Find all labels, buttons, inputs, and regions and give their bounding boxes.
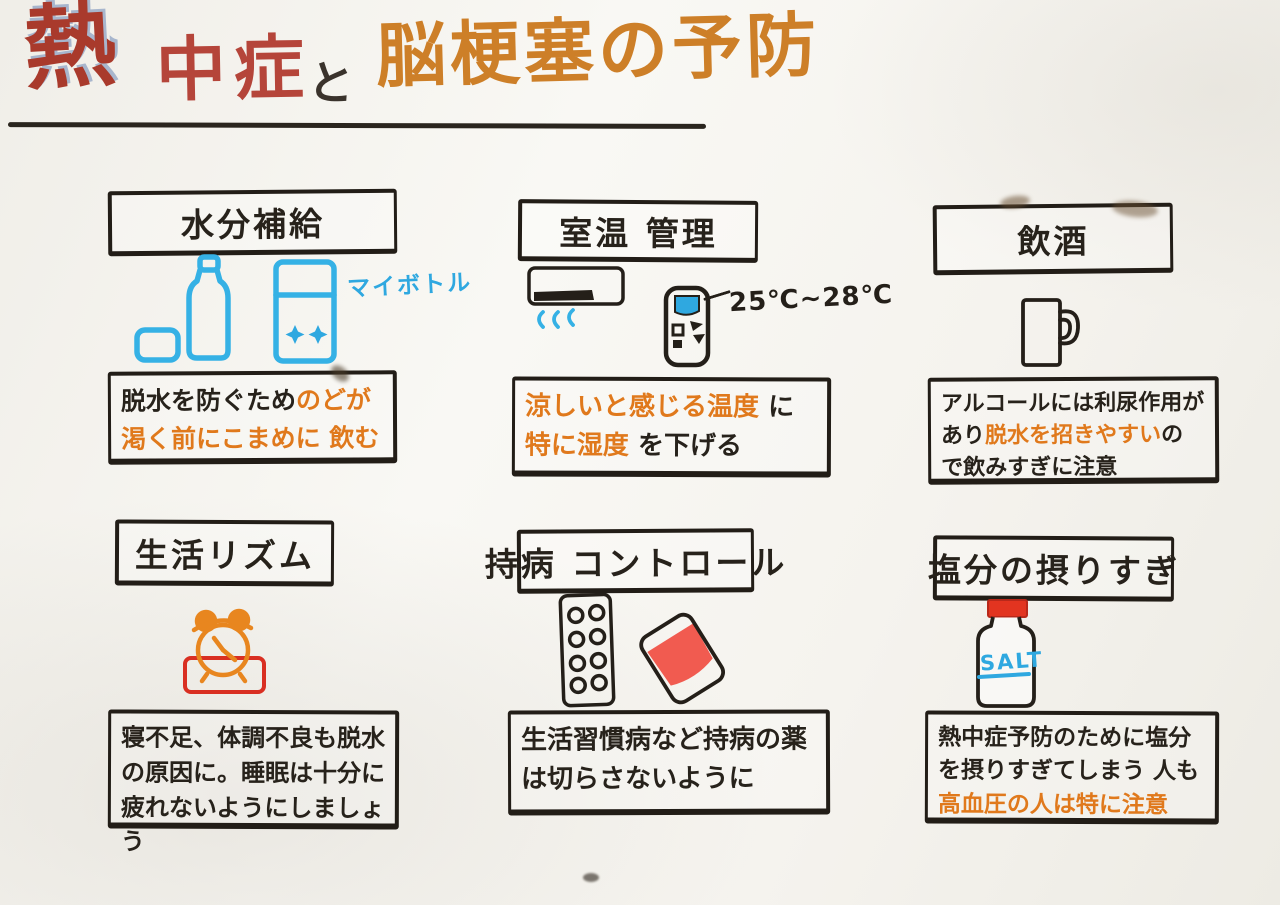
remote-control-icon	[663, 285, 711, 368]
title-underline	[7, 122, 707, 129]
body-text: 脱水を招きやすい	[984, 422, 1162, 449]
pillow-icon	[183, 656, 266, 694]
section-body-alcohol: アルコールには利尿作用があり脱水を招きやすいので飲みすぎに注意	[927, 376, 1220, 485]
section-header-label: 水分補給	[180, 204, 326, 245]
medicine-icons	[558, 592, 726, 708]
title-segment-to: と	[306, 54, 356, 112]
medicine-packet-icon	[639, 612, 726, 705]
body-text: 脱水を防ぐため	[120, 385, 297, 416]
my-bottle-annotation: マイボトル	[346, 269, 473, 303]
salt-label: SALT	[979, 647, 1044, 675]
section-body-life-rhythm: 寝不足、体調不良も脱水の原因に。睡眠は十分に疲れないようにしましょう	[107, 709, 400, 856]
alarm-clock-icon	[183, 608, 266, 694]
title-segment-netsu: 熱	[21, 0, 119, 104]
title-segment-noukousoku: 脳梗塞の予防	[375, 4, 822, 98]
temperature-annotation: 25℃~28℃	[728, 279, 894, 319]
section-body-hydration: 脱水を防ぐためのどが渇く前にこまめに 飲む	[107, 370, 398, 465]
section-body-salt-intake: 熱中症予防のために塩分を摂りすぎてしまう 人も 高血圧の人は特に注意	[924, 710, 1220, 825]
body-text: 特に湿度	[524, 430, 630, 461]
section-header-label: 飲酒	[1017, 221, 1090, 261]
body-text: 涼しいと感じる温度	[525, 391, 760, 423]
section-header-life-rhythm: 生活リズム	[114, 519, 335, 587]
body-text: 高血圧の人は特に注意	[937, 791, 1168, 819]
section-header-room-temperature: 室温 管理	[517, 199, 759, 263]
pill-sheet-icon	[558, 592, 616, 708]
body-text: 熱中症予防のために塩分を摂りすぎてしまう 人も	[937, 724, 1200, 785]
pet-bottle-icon	[186, 254, 231, 361]
body-text: 寝不足、体調不良も脱水の原因に。睡眠は十分に疲れないようにしましょう	[120, 723, 386, 857]
page-title: 熱 中症 と 脳梗塞の予防	[21, 0, 822, 112]
ink-smudge	[583, 873, 599, 882]
section-header-label: 塩分の摂りすぎ	[927, 550, 1181, 591]
body-text: 生活習慣病など持病の薬は切らさないように	[520, 724, 807, 795]
air-conditioner-icon	[527, 266, 625, 329]
tumbler-icon	[273, 259, 337, 364]
water-bottles-icon	[134, 254, 337, 364]
section-header-label: 生活リズム	[134, 535, 316, 575]
body-text: に	[768, 392, 795, 423]
section-header-hydration: 水分補給	[107, 188, 398, 257]
cool-air-icon	[537, 308, 575, 329]
section-header-chronic-disease: 持病 コントロール	[485, 528, 787, 594]
section-header-label: 室温 管理	[559, 212, 718, 254]
salt-container-icon: SALT	[976, 599, 1044, 708]
title-segment-chusho: 中症	[155, 26, 313, 112]
section-body-room-temperature: 涼しいと感じる温度 に 特に湿度 を下げる	[511, 376, 832, 478]
section-header-label: 持病 コントロール	[484, 542, 788, 584]
section-body-chronic-disease: 生活習慣病など持病の薬は切らさないように	[507, 709, 831, 816]
cup-icon	[134, 327, 181, 363]
beer-mug-icon	[1021, 298, 1080, 367]
section-header-salt-intake: 塩分の摂りすぎ	[928, 535, 1180, 602]
sparkle-icons	[285, 325, 328, 344]
body-text: を下げる	[637, 430, 743, 462]
